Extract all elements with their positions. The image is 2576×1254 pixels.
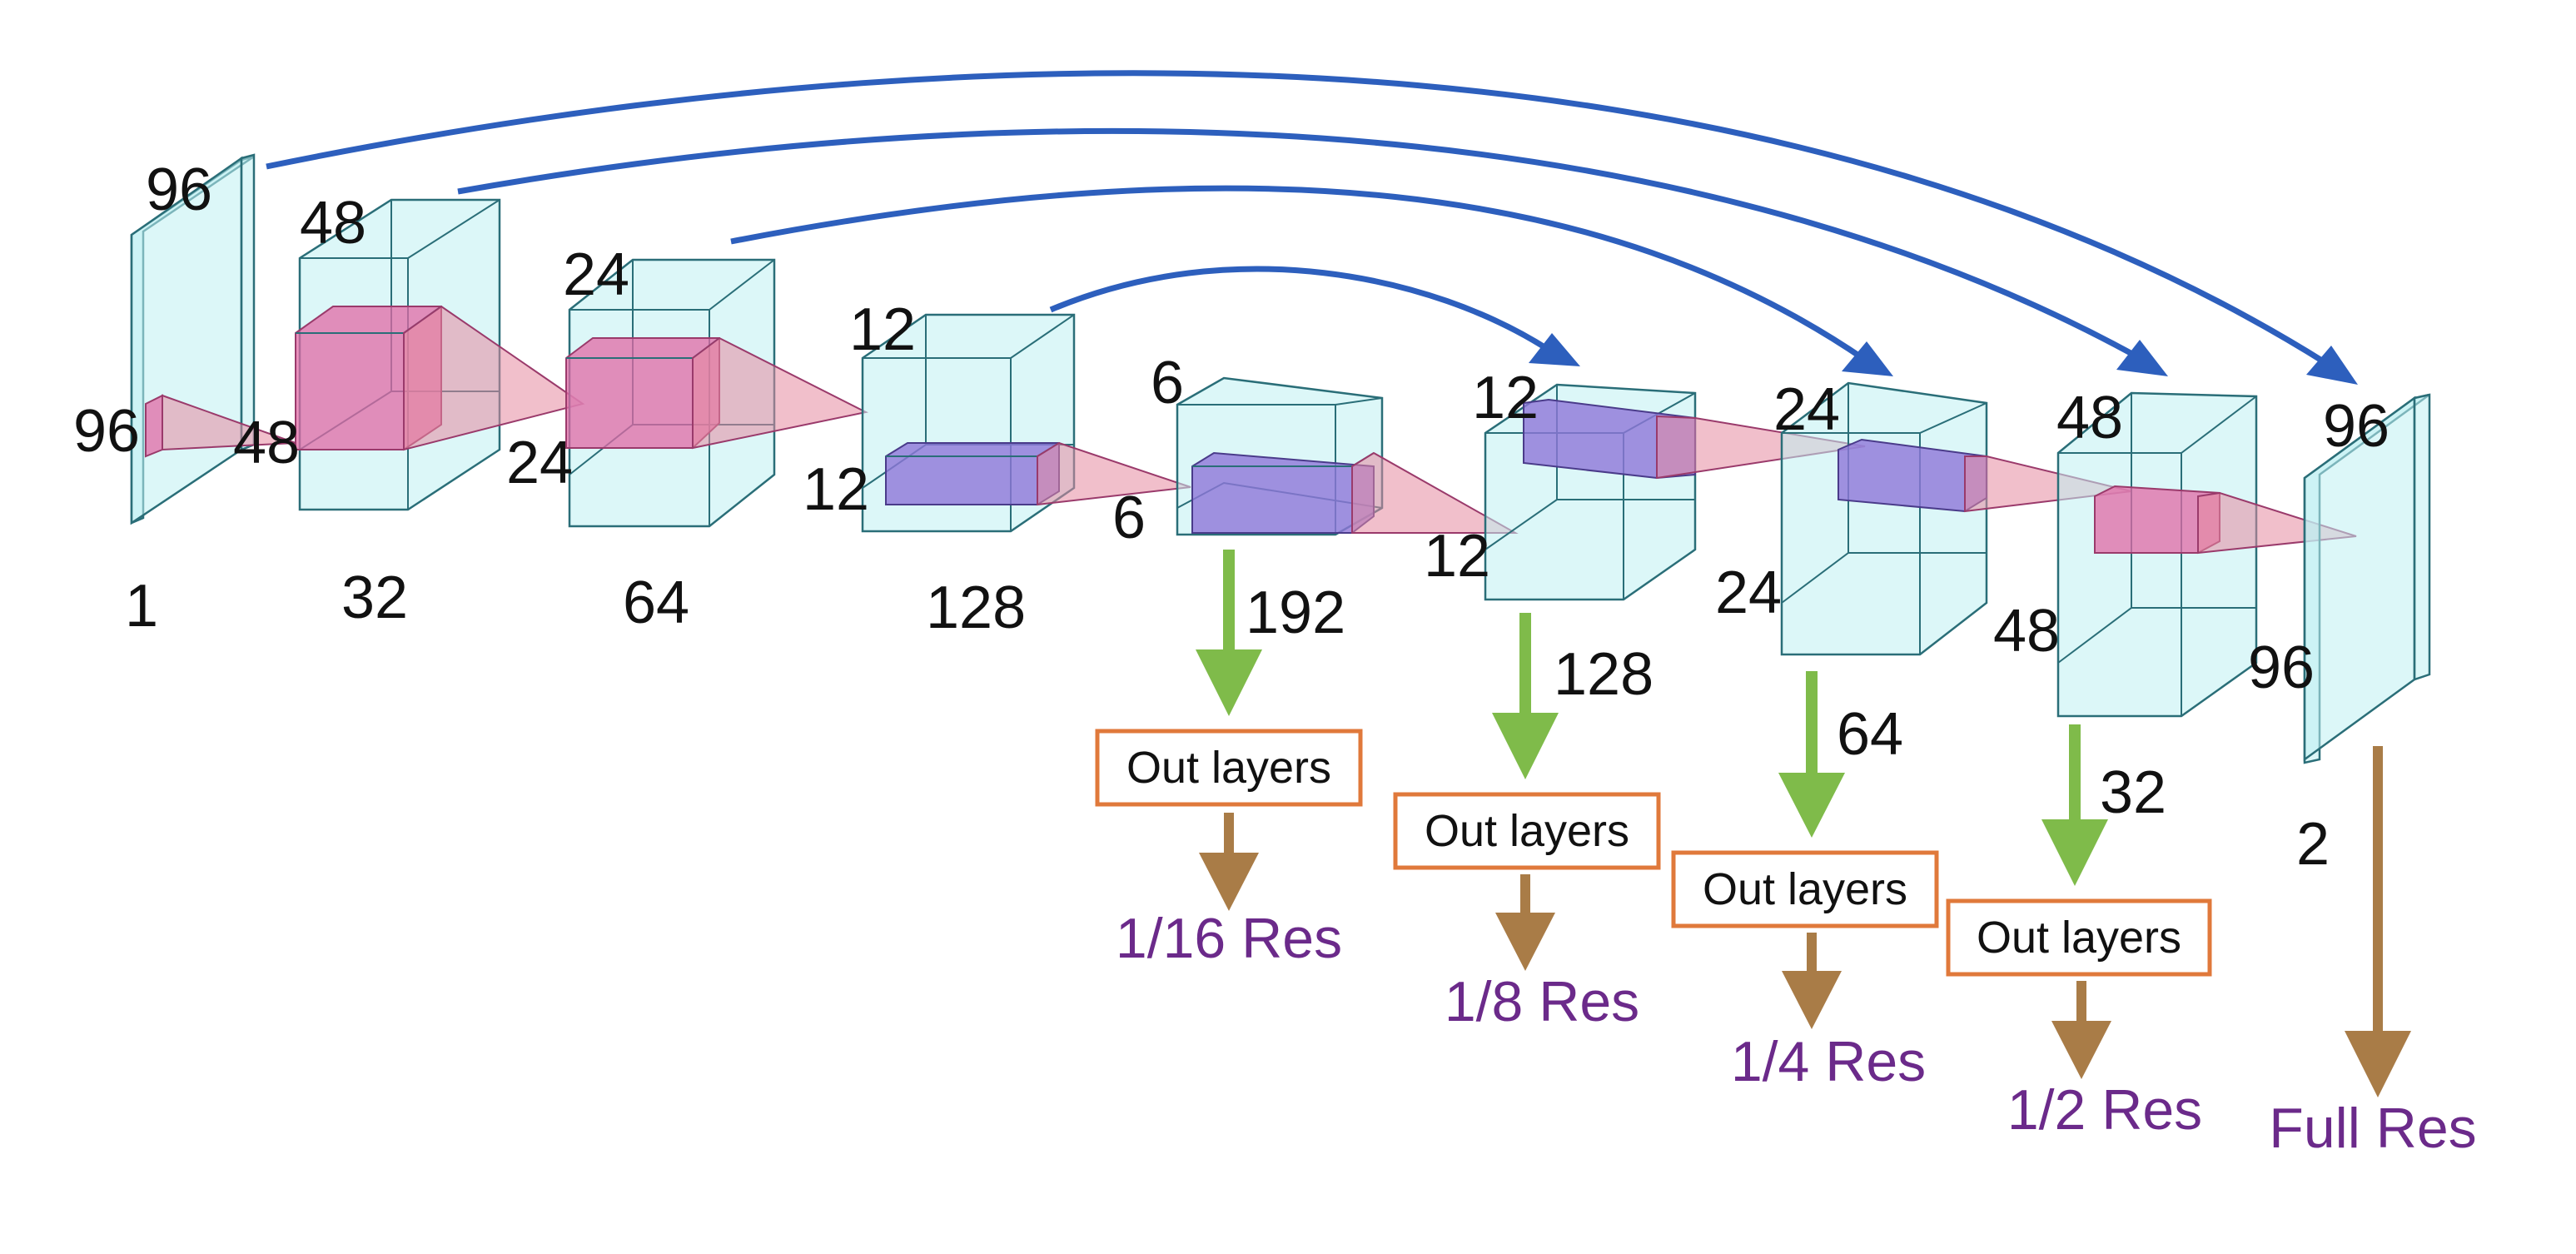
res-label-2: 1/8 Res (1445, 970, 1639, 1033)
skip-arrow-24 (730, 185, 1867, 362)
encoder-volume-1 (130, 153, 296, 525)
decoder-1-channels: 128 (1554, 641, 1654, 708)
encoder-4-channels: 128 (926, 575, 1026, 641)
res-label-4: 1/2 Res (2007, 1078, 2202, 1142)
out-layers-box-1 (1095, 729, 1363, 807)
encoder-5-kernel-size: 12 (1424, 523, 1490, 590)
decoder-volume-1 (1484, 383, 1866, 601)
out-layers-box-2 (1393, 792, 1661, 870)
encoder-3-channels: 64 (623, 570, 689, 636)
res-label-5: Full Res (2269, 1097, 2476, 1160)
skip-arrowhead-48 (2116, 340, 2168, 376)
skip-arrowhead-24 (1842, 341, 1893, 376)
out-layers-label-2: Out layers (1425, 806, 1629, 856)
output-arrowhead-2 (1492, 713, 1559, 779)
res-arrowhead-3 (1782, 971, 1842, 1029)
encoder-volume-2 (295, 198, 585, 511)
out-layers-label-3: Out layers (1703, 864, 1907, 914)
encoder-2-size-top: 48 (300, 190, 366, 256)
decoder-volume-2 (1780, 381, 2132, 656)
encoder-volume-3 (565, 258, 869, 528)
res-label-3: 1/4 Res (1731, 1030, 1926, 1093)
skip-arrowhead-12 (1529, 333, 1580, 366)
output-arrowhead-4 (2041, 819, 2108, 886)
encoder-4-size-top: 12 (849, 296, 916, 363)
encoder-5-channels: 192 (1246, 580, 1345, 646)
res-arrowhead-1 (1199, 853, 1259, 911)
output-arrowhead-3 (1778, 773, 1845, 838)
decoder-1-size-side: 24 (1715, 560, 1782, 626)
encoder-1-kernel-size: 48 (233, 410, 300, 476)
out-layers-label-4: Out layers (1977, 913, 2181, 963)
res-arrowhead-5 (2345, 1031, 2411, 1097)
encoder-1-size-top: 96 (146, 157, 212, 223)
output-head-3: Out layers 1/4 Res (1671, 671, 1939, 1093)
skip-arrow-48 (457, 127, 2141, 361)
decoder-4-channels: 2 (2296, 811, 2330, 878)
output-head-2: Out layers 1/8 Res (1393, 613, 1661, 1033)
encoder-5-size-top: 6 (1151, 350, 1184, 416)
out-layers-label-1: Out layers (1126, 743, 1331, 793)
output-head-5: Full Res (2269, 746, 2477, 1160)
decoder-1-size-top: 12 (1472, 365, 1539, 431)
output-head-4: Out layers 1/2 Res (1946, 724, 2212, 1142)
skip-arrow-96 (266, 70, 2333, 369)
decoder-3-size-side: 96 (2248, 634, 2315, 701)
res-arrowhead-2 (1495, 913, 1555, 971)
encoder-4-kernel-size: 6 (1112, 485, 1146, 551)
decoder-volume-4 (2303, 393, 2431, 764)
res-label-1: 1/16 Res (1116, 907, 1342, 970)
decoder-4-size-top: 96 (2323, 393, 2390, 460)
skip-arrow-12 (1049, 266, 1550, 352)
decoder-3-size-top: 48 (2056, 385, 2123, 451)
encoder-volume-5 (1176, 376, 1519, 536)
encoder-4-size-side: 12 (803, 456, 869, 523)
encoder-volume-4 (861, 313, 1191, 533)
encoder-2-kernel-size: 24 (506, 430, 573, 496)
skip-connections (266, 70, 2358, 385)
decoder-2-channels: 64 (1837, 701, 1903, 768)
output-arrowhead-1 (1196, 649, 1262, 716)
encoder-2-channels: 32 (341, 565, 408, 631)
encoder-1-size-side: 96 (73, 398, 140, 465)
decoder-2-size-side: 48 (1993, 598, 2060, 664)
skip-arrowhead-96 (2306, 346, 2358, 385)
out-layers-box-3 (1671, 850, 1939, 928)
decoder-2-size-top: 24 (1773, 376, 1840, 443)
res-arrowhead-4 (2051, 1021, 2111, 1079)
decoder-3-channels: 32 (2100, 759, 2166, 826)
encoder-3-size-top: 24 (563, 241, 629, 308)
encoder-1-channels: 1 (125, 573, 158, 639)
out-layers-box-4 (1946, 898, 2212, 977)
output-head-1: Out layers 1/16 Res (1095, 550, 1363, 970)
